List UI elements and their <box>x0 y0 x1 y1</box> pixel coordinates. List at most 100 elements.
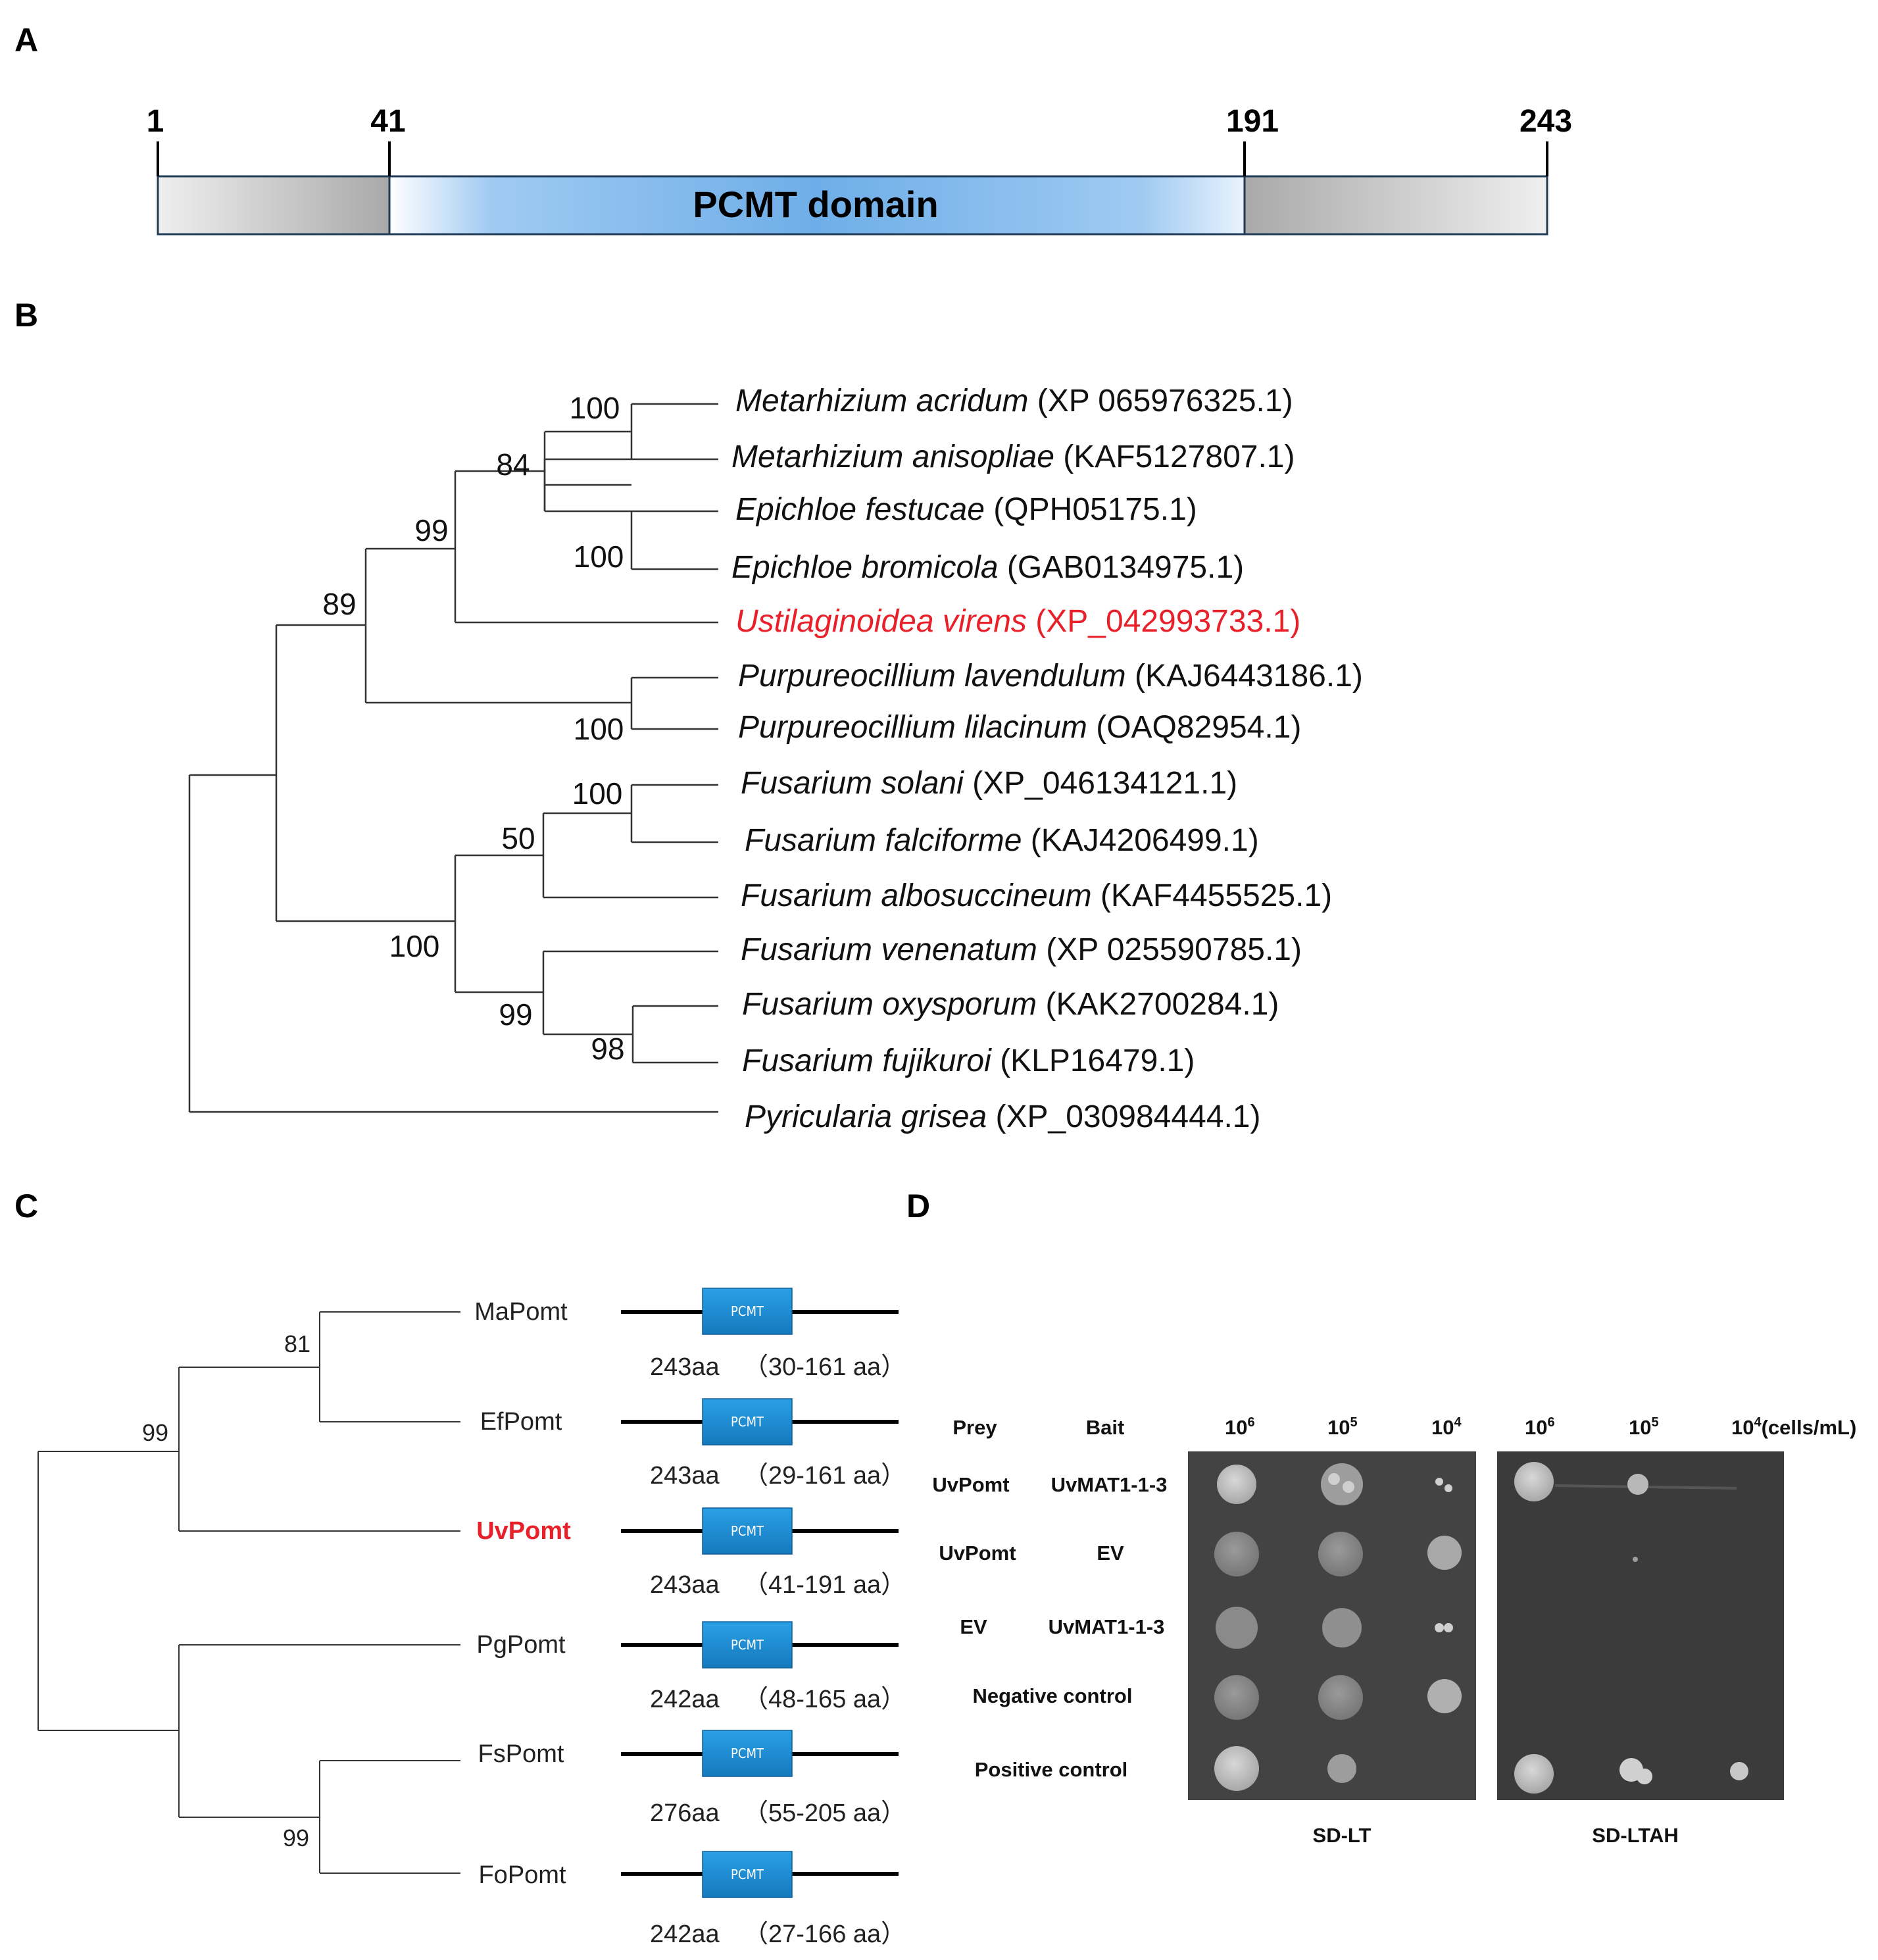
pcmt-box-label: PCMT <box>731 1414 764 1430</box>
colony-spot <box>1445 1484 1452 1492</box>
protein-name: FsPomt <box>478 1740 564 1768</box>
taxon-label: Metarhizium anisopliae (KAF5127807.1) <box>731 440 1295 474</box>
domain-range: （29-161 aa） <box>743 1462 906 1490</box>
branch-node-99-lower <box>542 950 718 1036</box>
protein-name-highlighted: UvPomt <box>476 1517 571 1545</box>
colony-spot <box>1427 1679 1462 1713</box>
dilution-label: 106 <box>1225 1415 1255 1439</box>
protein-name: FoPomt <box>478 1861 566 1889</box>
colony-spot <box>1318 1675 1363 1720</box>
colony-spot <box>1318 1532 1363 1576</box>
bootstrap-values-c: 81 99 99 <box>142 1330 310 1851</box>
control-label: Negative control <box>973 1684 1133 1707</box>
branch-fusarium-oxysporum <box>631 1005 718 1064</box>
colony-spot <box>1633 1557 1638 1562</box>
colony-spot <box>1444 1623 1453 1632</box>
protein-length: 243aa <box>650 1353 720 1381</box>
pcmt-box-label: PCMT <box>731 1746 764 1761</box>
colony-spot <box>1627 1474 1648 1495</box>
protein-length: 242aa <box>650 1921 720 1948</box>
branch-ingroup <box>275 624 455 922</box>
domain-range: （55-205 aa） <box>743 1799 906 1827</box>
colony-spot <box>1435 1478 1443 1486</box>
plate-background <box>1497 1451 1784 1800</box>
protein-name: EfPomt <box>480 1408 562 1436</box>
bait-label: UvMAT1-1-3 <box>1049 1615 1165 1638</box>
colony-spot <box>1435 1623 1444 1632</box>
bootstrap-value: 98 <box>591 1032 624 1066</box>
bait-header: Bait <box>1086 1416 1125 1439</box>
dilution-label: 104(cells/mL) <box>1731 1415 1856 1439</box>
protein-row-pgpomt: PgPomt PCMT 242aa （48-165 aa） <box>476 1621 906 1713</box>
plate-sd-lt <box>1188 1451 1476 1800</box>
taxon-label: Purpureocillium lilacinum (OAQ82954.1) <box>738 710 1301 745</box>
control-label: Positive control <box>975 1758 1128 1781</box>
bootstrap-value: 100 <box>389 929 440 963</box>
protein-length: 243aa <box>650 1571 720 1599</box>
protein-row-mapomt: MaPomt PCMT 243aa （30-161 aa） <box>474 1288 906 1381</box>
position-191: 191 <box>1226 104 1279 139</box>
pcmt-domain-box <box>702 1621 793 1669</box>
protein-length: 242aa <box>650 1686 720 1713</box>
pcmt-box-label: PCMT <box>731 1637 764 1653</box>
panel-letter-c: C <box>14 1188 38 1224</box>
branch-ma-ef <box>319 1311 460 1422</box>
branch-fs-fo <box>319 1760 460 1874</box>
pcmt-domain-box <box>702 1851 793 1898</box>
y2h-row-labels: UvPomt UvMAT1-1-3 UvPomt EV EV UvMAT1-1-… <box>932 1473 1167 1781</box>
colony-spot <box>1214 1532 1259 1576</box>
colony-spot <box>1514 1754 1554 1794</box>
protein-list-c: MaPomt PCMT 243aa （30-161 aa） EfPomt PCM… <box>474 1288 906 1948</box>
taxa-labels-b: Metarhizium acridum (XP 065976325.1) Met… <box>731 384 1363 1134</box>
protein-length: 243aa <box>650 1462 720 1490</box>
branch-metarhizium <box>630 403 718 461</box>
colony-spot <box>1217 1465 1256 1504</box>
bootstrap-value: 99 <box>142 1419 168 1446</box>
taxon-label: Pyricularia grisea (XP_030984444.1) <box>745 1099 1260 1134</box>
colony-spot <box>1321 1463 1363 1505</box>
branch-node-84-join <box>543 430 631 513</box>
protein-name: MaPomt <box>474 1298 568 1326</box>
protein-length: 276aa <box>650 1799 720 1827</box>
colony-spot <box>1514 1462 1554 1501</box>
taxon-label: Epichloe festucae (QPH05175.1) <box>735 492 1197 527</box>
branch-root-c <box>37 1451 179 1731</box>
pcmt-box-label: PCMT <box>731 1523 764 1539</box>
colony-spot <box>1343 1481 1354 1493</box>
branch-node-99 <box>454 470 718 624</box>
bootstrap-value: 50 <box>501 821 535 855</box>
domain-range: （41-191 aa） <box>743 1571 906 1599</box>
domain-bar: PCMT domain <box>157 141 1548 236</box>
position-41: 41 <box>370 104 405 139</box>
branch-epichloe <box>630 510 718 570</box>
pcmt-box-label: PCMT <box>731 1303 764 1319</box>
taxon-label: Metarhizium acridum (XP 065976325.1) <box>735 384 1293 418</box>
taxon-label-highlighted: Ustilaginoidea virens (XP_042993733.1) <box>735 604 1300 639</box>
plate-sd-ltah <box>1497 1451 1784 1800</box>
colony-spot <box>1214 1675 1259 1720</box>
plate-label: SD-LTAH <box>1592 1824 1678 1847</box>
protein-row-fopomt: FoPomt PCMT 242aa （27-166 aa） <box>478 1851 906 1948</box>
colony-spot <box>1322 1608 1362 1647</box>
bait-label: UvMAT1-1-3 <box>1051 1473 1168 1496</box>
phylogenetic-tree-b <box>188 403 718 1113</box>
prey-label: UvPomt <box>939 1542 1016 1565</box>
y2h-header: Prey Bait 106 105 104 106 105 104(cells/… <box>952 1415 1856 1439</box>
colony-spot <box>1637 1769 1652 1784</box>
bootstrap-value: 99 <box>414 513 448 547</box>
prey-label: EV <box>960 1615 987 1638</box>
colony-spot <box>1327 1754 1356 1783</box>
bootstrap-value: 100 <box>574 712 624 746</box>
prey-header: Prey <box>952 1416 997 1439</box>
colony-spot <box>1328 1473 1340 1485</box>
domain-range: （30-161 aa） <box>743 1353 906 1381</box>
colony-spot <box>1427 1536 1462 1570</box>
bootstrap-value: 99 <box>283 1824 309 1851</box>
dilution-label: 106 <box>1525 1415 1555 1439</box>
pcmt-domain-box <box>702 1730 793 1777</box>
plate-label: SD-LT <box>1313 1824 1371 1847</box>
colony-spot <box>1216 1607 1258 1649</box>
pcmt-domain-box <box>702 1288 793 1335</box>
taxon-label: Purpureocillium lavendulum (KAJ6443186.1… <box>738 659 1363 693</box>
